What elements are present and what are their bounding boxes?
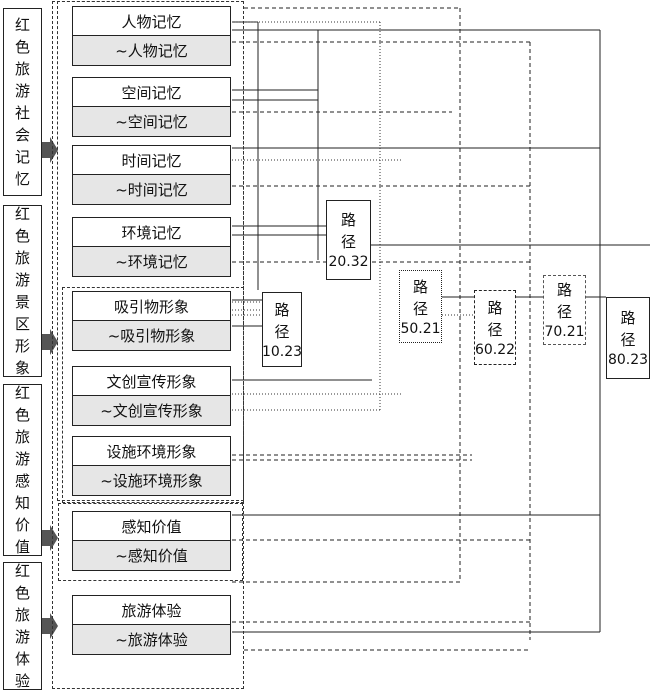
path-label-char: 路 xyxy=(487,298,503,317)
char: 游 xyxy=(14,82,30,100)
char: 忆 xyxy=(14,170,30,188)
char: 游 xyxy=(14,450,30,468)
node-space-memory: 空间记忆 ~空间记忆 xyxy=(72,77,231,137)
path-label-char: 径 xyxy=(620,331,636,349)
path-box-1: 路 径 10.23 xyxy=(262,292,302,367)
node-negation-label: ~旅游体验 xyxy=(73,624,230,654)
path-label-char: 径 xyxy=(487,320,503,339)
node-negation-label: ~设施环境形象 xyxy=(73,465,230,495)
char: 旅 xyxy=(14,249,30,267)
char: 体 xyxy=(14,650,30,668)
char: 色 xyxy=(14,406,30,424)
char: 价 xyxy=(14,516,30,534)
node-label: 吸引物形象 xyxy=(73,292,230,321)
char: 色 xyxy=(14,227,30,245)
value-group-border xyxy=(58,503,243,581)
char: 会 xyxy=(14,126,30,144)
node-negation-label: ~人物记忆 xyxy=(73,35,230,65)
path-label-char: 路 xyxy=(556,281,572,299)
node-negation-label: ~文创宣传形象 xyxy=(73,395,230,425)
path-number: 20.32 xyxy=(328,254,369,270)
node-label: 设施环境形象 xyxy=(73,437,230,466)
node-negation-label: ~环境记忆 xyxy=(73,246,230,276)
path-label-char: 径 xyxy=(556,303,572,321)
char: 旅 xyxy=(14,60,30,78)
path-label-char: 径 xyxy=(340,233,356,251)
node-label: 环境记忆 xyxy=(73,218,230,247)
category-image: 红 色 旅 游 景 区 形 象 xyxy=(3,205,42,377)
path-box-6: 路 径 80.23 xyxy=(606,297,650,379)
char: 知 xyxy=(14,494,30,512)
char: 验 xyxy=(14,672,30,690)
node-facility-image: 设施环境形象 ~设施环境形象 xyxy=(72,436,231,496)
char: 形 xyxy=(14,337,30,355)
node-perceived-value: 感知价值 ~感知价值 xyxy=(72,511,231,571)
node-label: 空间记忆 xyxy=(73,78,230,107)
node-cultural-promo-image: 文创宣传形象 ~文创宣传形象 xyxy=(72,366,231,426)
category-experience: 红 色 旅 游 体 验 xyxy=(3,562,42,690)
node-negation-label: ~时间记忆 xyxy=(73,174,230,204)
char: 区 xyxy=(14,315,30,333)
node-negation-label: ~吸引物形象 xyxy=(73,320,230,350)
path-number: 80.23 xyxy=(607,352,649,368)
node-label: 感知价值 xyxy=(73,512,230,541)
path-box-5: 路 径 70.21 xyxy=(543,275,586,345)
char: 红 xyxy=(14,562,30,580)
char: 红 xyxy=(14,205,30,223)
char: 游 xyxy=(14,628,30,646)
node-negation-label: ~感知价值 xyxy=(73,540,230,570)
node-label: 人物记忆 xyxy=(73,7,230,36)
char: 旅 xyxy=(14,606,30,624)
char: 红 xyxy=(14,384,30,402)
char: 游 xyxy=(14,271,30,289)
char: 旅 xyxy=(14,428,30,446)
node-environment-memory: 环境记忆 ~环境记忆 xyxy=(72,217,231,277)
outer-group-border xyxy=(52,1,244,689)
path-box-4: 路 径 60.22 xyxy=(474,290,516,365)
char: 记 xyxy=(14,148,30,166)
char: 感 xyxy=(14,472,30,490)
path-label-char: 径 xyxy=(412,299,428,318)
char: 景 xyxy=(14,293,30,311)
node-negation-label: ~空间记忆 xyxy=(73,106,230,136)
node-travel-experience: 旅游体验 ~旅游体验 xyxy=(72,595,231,655)
path-number: 70.21 xyxy=(544,324,585,340)
char: 色 xyxy=(14,584,30,602)
node-person-memory: 人物记忆 ~人物记忆 xyxy=(72,6,231,66)
path-box-3: 路 径 50.21 xyxy=(399,270,442,343)
category-value: 红 色 旅 游 感 知 价 值 xyxy=(3,384,42,556)
node-attraction-image: 吸引物形象 ~吸引物形象 xyxy=(72,291,231,351)
path-number: 10.23 xyxy=(261,343,303,360)
path-label-char: 路 xyxy=(274,300,290,319)
char: 社 xyxy=(14,104,30,122)
char: 值 xyxy=(14,538,30,556)
path-label-char: 路 xyxy=(412,277,428,296)
char: 红 xyxy=(14,16,30,34)
path-number: 50.21 xyxy=(400,320,441,337)
path-box-2: 路 径 20.32 xyxy=(326,200,371,280)
node-label: 时间记忆 xyxy=(73,146,230,175)
path-label-char: 路 xyxy=(620,309,636,327)
path-number: 60.22 xyxy=(474,341,516,358)
char: 象 xyxy=(14,359,30,377)
char: 色 xyxy=(14,38,30,56)
path-label-char: 路 xyxy=(340,211,356,229)
node-label: 旅游体验 xyxy=(73,596,230,625)
category-memory: 红 色 旅 游 社 会 记 忆 xyxy=(3,8,42,196)
path-label-char: 径 xyxy=(274,322,290,341)
node-time-memory: 时间记忆 ~时间记忆 xyxy=(72,145,231,205)
node-label: 文创宣传形象 xyxy=(73,367,230,396)
